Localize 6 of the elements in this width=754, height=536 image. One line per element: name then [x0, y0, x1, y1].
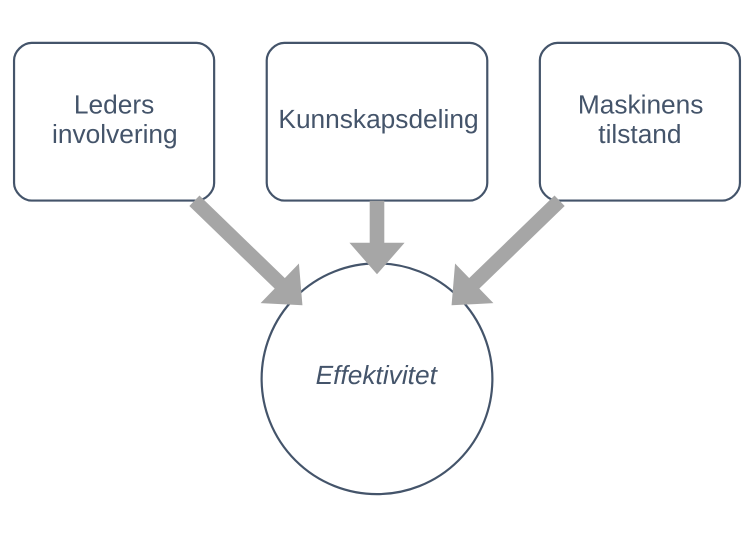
node-box: Kunnskapsdeling [266, 41, 488, 202]
arrow [189, 195, 302, 305]
arrow [452, 195, 565, 305]
node-box: Maskinens tilstand [538, 41, 742, 202]
node-box: Leders involvering [12, 41, 216, 202]
arrow [349, 200, 405, 274]
